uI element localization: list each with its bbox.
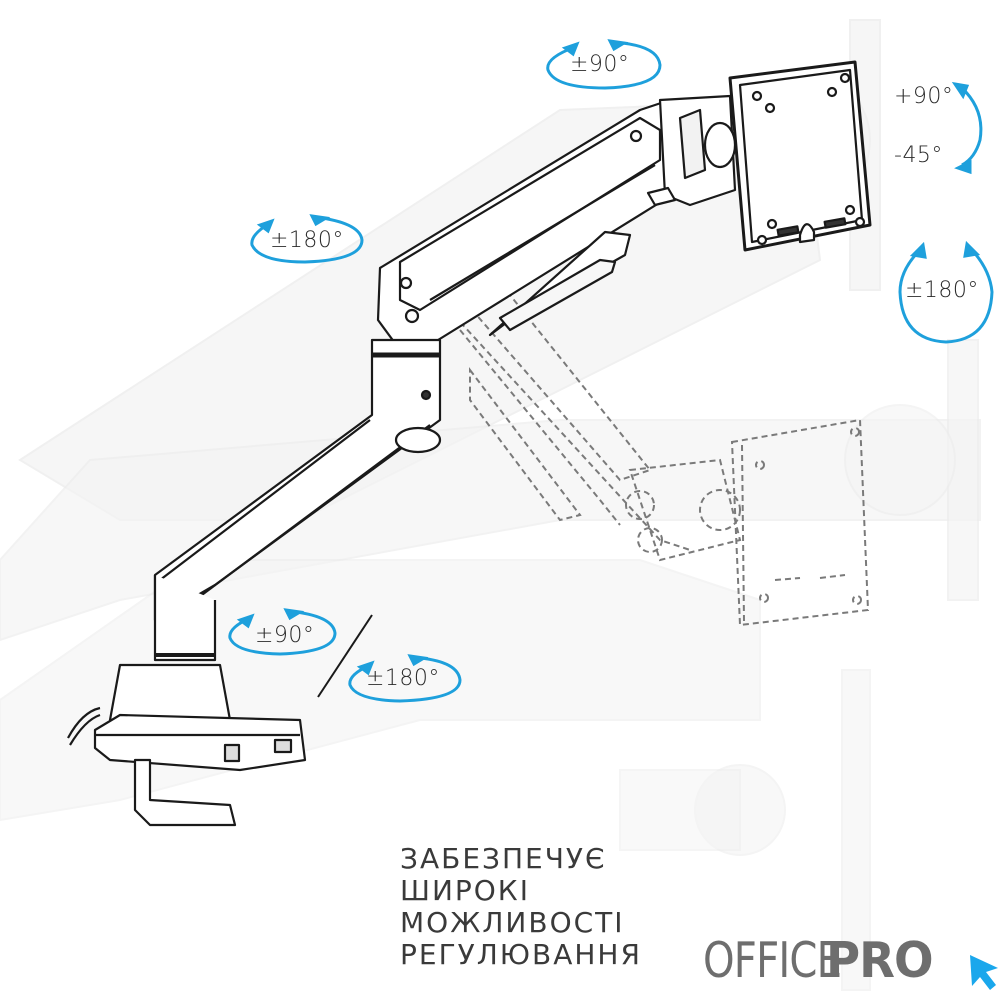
logo-text-office: OFFICE <box>703 931 842 989</box>
divider-line <box>317 614 373 698</box>
caption-line: РЕГУЛЮВАННЯ <box>400 938 642 971</box>
label-tilt-down: -45° <box>894 143 943 168</box>
cursor-icon <box>970 955 998 990</box>
logo-text-pro: PRO <box>825 931 934 989</box>
label-base-arm-rotation: ±90° <box>255 623 315 648</box>
feature-caption: ЗАБЕЗПЕЧУЄ ШИРОКІ МОЖЛИВОСТІ РЕГУЛЮВАННЯ <box>400 843 642 971</box>
label-base-pole-rotation: ±180° <box>366 666 440 691</box>
caption-line: ЗАБЕЗПЕЧУЄ <box>400 842 607 875</box>
label-vesa-swivel: ±90° <box>570 52 630 77</box>
label-elbow-rotation: ±180° <box>270 228 344 253</box>
label-vesa-rotation: ±180° <box>905 278 979 303</box>
caption-line: МОЖЛИВОСТІ <box>400 906 625 939</box>
monitor-arm <box>67 60 872 827</box>
caption-line: ШИРОКІ <box>400 874 530 907</box>
label-tilt-up: +90° <box>894 84 954 109</box>
rotation-arrows <box>228 39 994 703</box>
officepro-logo: OFFICE PRO <box>703 930 938 990</box>
